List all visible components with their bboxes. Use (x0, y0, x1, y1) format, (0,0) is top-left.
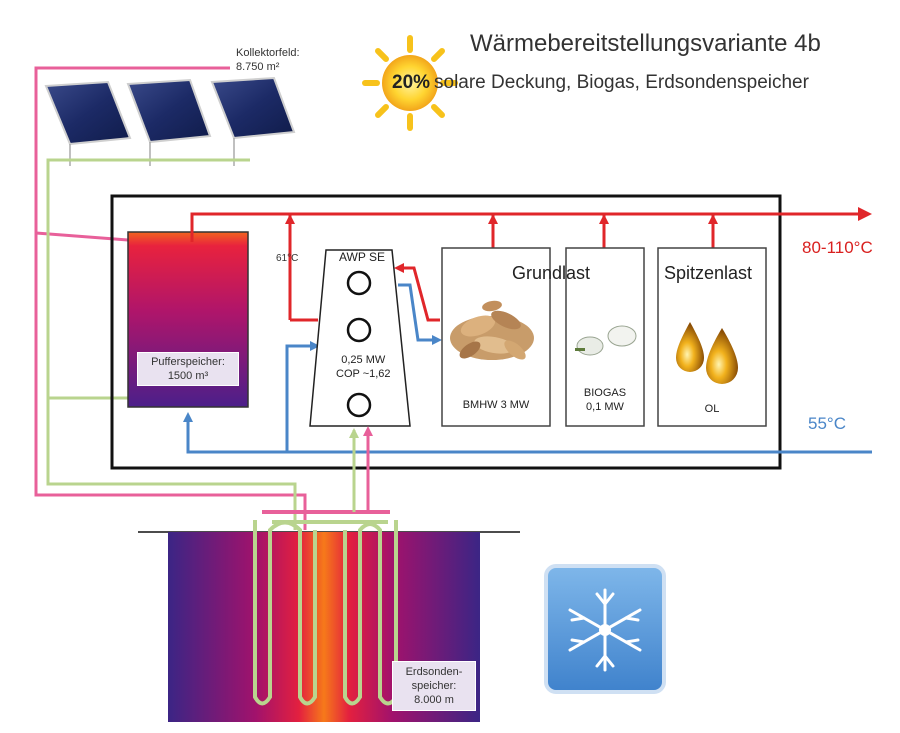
biogas-label: BIOGAS 0,1 MW (566, 386, 644, 414)
geostore-label: Erdsonden- speicher: 8.000 m (392, 661, 476, 711)
heat-pump-title: AWP SE (339, 250, 386, 264)
heat-pump-supply-temp: 61°C (276, 253, 299, 264)
collector-label-line1: Kollektorfeld: (236, 47, 300, 59)
oil-drops-icon (676, 322, 738, 384)
geo-return-arrow (349, 428, 359, 438)
buffer-storage-label: Pufferspeicher: 1500 m³ (137, 352, 239, 386)
geostore-label-line1: Erdsonden- (405, 666, 463, 678)
snowflake-icon (544, 564, 666, 694)
biomass-boiler-label: BMHW 3 MW (462, 399, 530, 411)
geostore-label-line3: 8.000 m (414, 694, 454, 706)
geo-connection-pipes (352, 430, 370, 512)
diagram-subtitle: solare Deckung, Biogas, Erdsondenspeiche… (434, 72, 809, 93)
buffer-label-line1: Pufferspeicher: (151, 356, 225, 368)
solar-share-percent: 20% (392, 72, 431, 93)
hot-supply-line (190, 212, 858, 322)
heat-pump-specs: 0,25 MW COP ~1,62 (336, 353, 391, 381)
oil-boiler-label: OL (704, 403, 720, 415)
biogas-label-line1: BIOGAS (583, 387, 627, 399)
buffer-label-line2: 1500 m³ (167, 370, 209, 382)
biogas-tanks-icon (575, 325, 637, 356)
grundlast-heading: Grundlast (512, 263, 591, 283)
heat-pump-unit (309, 249, 411, 427)
collector-label-line2: 8.750 m² (236, 61, 280, 73)
supply-temperature: 80-110°C (802, 238, 873, 257)
heating-plant-frame (110, 194, 782, 470)
cold-return-line (186, 283, 872, 454)
hot-line-arrows (285, 207, 872, 273)
spitzenlast-heading: Spitzenlast (664, 263, 753, 283)
geo-supply-arrow (363, 426, 373, 436)
heat-pump-cop: COP ~1,62 (336, 368, 391, 380)
geostore-label-line2: speicher: (411, 680, 457, 692)
biogas-label-line2: 0,1 MW (586, 401, 624, 413)
solar-collector-field (44, 76, 296, 166)
diagram-title: Wärmebereitstellungsvariante 4b (470, 30, 821, 57)
cold-line-arrows (183, 335, 442, 422)
collector-field-label: Kollektorfeld: 8.750 m² (236, 46, 300, 74)
wood-chips-icon (450, 300, 534, 360)
heat-pump-power: 0,25 MW (341, 354, 386, 366)
solar-return-pipe (46, 158, 297, 530)
spitzenlast-oil-box (657, 247, 767, 427)
return-temperature: 55°C (808, 414, 846, 433)
sun-icon (362, 35, 458, 131)
